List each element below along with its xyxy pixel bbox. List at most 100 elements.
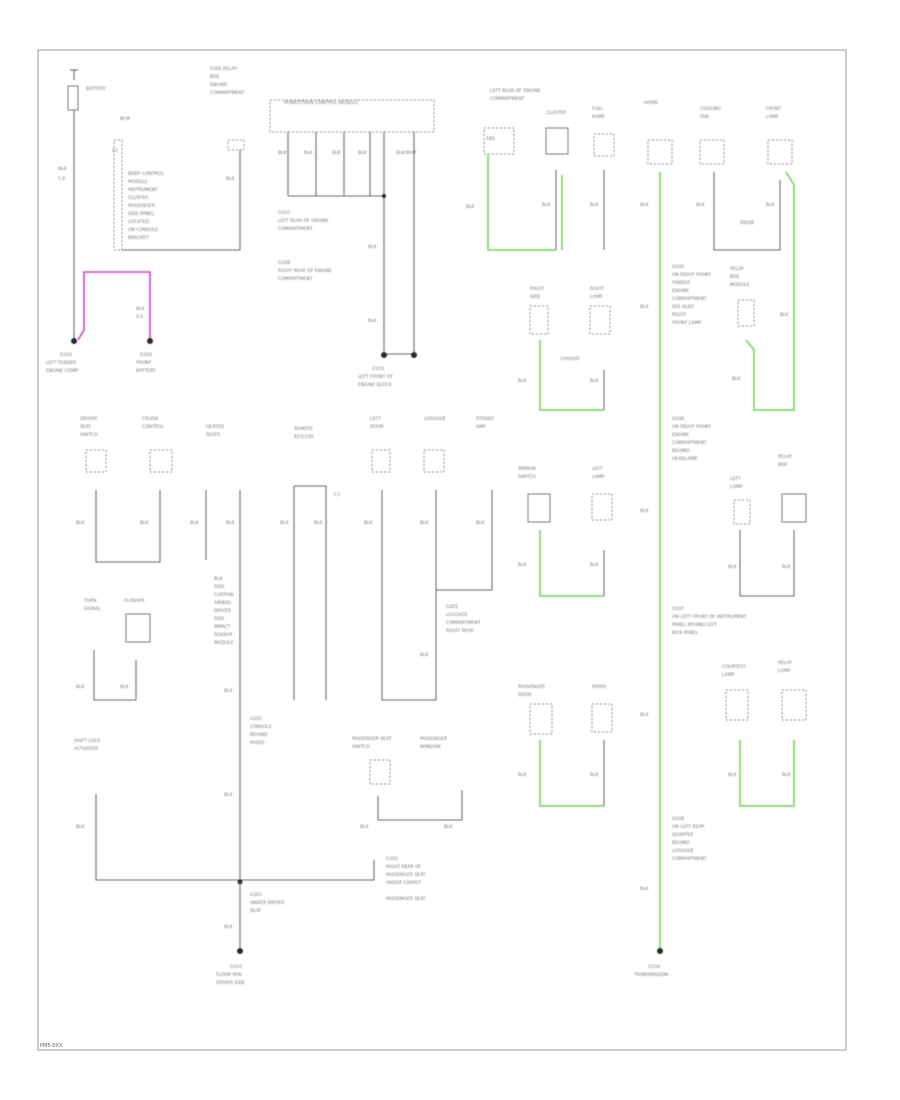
svg-text:BLK: BLK [640,202,650,208]
svg-text:PASSENGER: PASSENGER [518,684,545,690]
svg-text:ABS: ABS [486,136,495,142]
svg-text:ENGINE: ENGINE [672,288,689,294]
svg-text:SWITCH: SWITCH [80,432,98,438]
svg-text:BLK: BLK [518,562,528,568]
svg-text:BLK: BLK [640,304,650,310]
svg-text:ON LEFT FRONT OF INSTRUMENT: ON LEFT FRONT OF INSTRUMENT [672,614,747,620]
svg-text:ON RIGHT FRONT: ON RIGHT FRONT [672,272,711,278]
top-right-modules: LEFT REAR OF ENGINE COMPARTMENT ABS BLK … [466,88,795,950]
svg-text:BLK: BLK [226,520,236,526]
svg-text:REMOTE: REMOTE [294,426,313,432]
svg-text:LAMP: LAMP [722,672,735,678]
svg-text:C1: C1 [334,492,340,498]
svg-text:G201: G201 [446,604,458,610]
svg-text:FUSE RELAY: FUSE RELAY [210,66,237,72]
svg-text:BLK: BLK [518,378,528,384]
svg-text:SIDE: SIDE [214,584,225,590]
svg-text:ON LEFT REAR: ON LEFT REAR [672,824,705,830]
svg-text:RELAY: RELAY [778,660,792,666]
svg-text:1.0: 1.0 [58,176,65,182]
svg-text:PASSENGER SEAT: PASSENGER SEAT [352,736,392,742]
svg-text:G108: G108 [278,260,290,266]
svg-text:CLUSTER: CLUSTER [128,195,148,201]
battery-label: BATTERY [86,86,106,92]
svg-text:BODY CONTROL: BODY CONTROL [128,171,164,177]
svg-text:PUMP: PUMP [592,114,605,120]
svg-text:COMPARTMENT: COMPARTMENT [672,296,707,302]
svg-text:ENGINE BLOCK: ENGINE BLOCK [358,382,393,388]
svg-text:MODULE: MODULE [214,640,234,646]
svg-text:BLK: BLK [728,564,738,570]
svg-text:DOOR: DOOR [518,692,532,698]
svg-text:HEADLAMP: HEADLAMP [672,456,697,462]
svg-text:RADIO: RADIO [592,684,607,690]
svg-text:CURTAIN: CURTAIN [214,592,233,598]
svg-text:AMP: AMP [476,424,486,430]
svg-text:UNDER CARPET: UNDER CARPET [386,880,421,886]
svg-text:PASSENGER: PASSENGER [420,736,447,742]
svg-text:DOOR: DOOR [370,424,384,430]
svg-text:RIGHT REAR OF ENGINE: RIGHT REAR OF ENGINE [278,268,332,274]
right-g107: G107 ON LEFT FRONT OF INSTRUMENT PANEL B… [518,606,807,807]
lower-left-switches: TURN SIGNAL FLASHER BLK BLK G201 CONSOLE… [74,598,463,986]
svg-text:PASSENGER SEAT: PASSENGER SEAT [386,872,426,878]
svg-text:G107: G107 [278,210,290,216]
svg-text:RADIO: RADIO [250,740,265,746]
svg-text:G302: G302 [386,856,398,862]
svg-text:LAMP: LAMP [730,484,743,490]
svg-text:RIGHT REAR OF: RIGHT REAR OF [386,864,422,870]
svg-text:BLK: BLK [226,176,236,182]
svg-text:SWITCH: SWITCH [518,474,536,480]
svg-text:BLK: BLK [224,792,234,798]
svg-text:KICK PANEL: KICK PANEL [672,630,699,636]
svg-text:UNDER DRIVER: UNDER DRIVER [250,900,285,906]
svg-text:LAMP: LAMP [778,668,791,674]
svg-text:BLK: BLK [136,306,146,312]
svg-text:BLK/WHT: BLK/WHT [396,150,417,156]
svg-text:BLK: BLK [314,520,324,526]
svg-text:CONSOLE: CONSOLE [250,724,272,730]
svg-text:FAN: FAN [700,114,709,120]
svg-text:FLASHER: FLASHER [124,598,145,604]
svg-text:SIDE: SIDE [530,294,541,300]
svg-text:SEE ALSO: SEE ALSO [672,304,694,310]
svg-text:MODULE: MODULE [730,282,750,288]
svg-text:BLK: BLK [476,520,486,526]
svg-text:LEFT REAR OF ENGINE: LEFT REAR OF ENGINE [490,88,541,94]
svg-text:CLUSTER: CLUSTER [546,110,566,116]
svg-text:RELAY: RELAY [730,266,744,272]
svg-text:BLK: BLK [590,772,600,778]
svg-text:BLK: BLK [420,652,430,658]
svg-text:C1: C1 [112,148,118,154]
svg-text:DIODE: DIODE [740,220,755,226]
svg-text:SIDE: SIDE [214,616,225,622]
svg-text:G106: G106 [672,416,684,422]
svg-text:BLK: BLK [542,202,552,208]
ground-g101: G101 [60,352,72,358]
svg-text:DRIVER: DRIVER [80,416,97,422]
svg-text:IMPACT: IMPACT [214,624,231,630]
svg-text:BLK: BLK [696,202,706,208]
right-g108: G108 ON LEFT REAR QUARTER BEHIND LUGGAGE… [633,816,707,978]
svg-text:BLK: BLK [58,166,68,172]
svg-text:PANEL BEHIND LEFT: PANEL BEHIND LEFT [672,622,717,628]
svg-text:LEFT REAR OF ENGINE: LEFT REAR OF ENGINE [278,218,329,224]
svg-text:SEAT: SEAT [250,908,261,914]
svg-text:COMPARTMENT: COMPARTMENT [278,276,313,282]
svg-text:BOX: BOX [210,74,219,80]
svg-text:BLK: BLK [190,520,200,526]
svg-text:BEHIND: BEHIND [672,448,690,454]
svg-text:LOCATED: LOCATED [128,219,149,225]
svg-text:TRANSMISSION: TRANSMISSION [633,972,668,978]
svg-text:BLK: BLK [590,562,600,568]
svg-text:RIGHT REAR: RIGHT REAR [446,628,474,634]
svg-text:SENSOR: SENSOR [214,632,233,638]
svg-text:BCM: BCM [120,116,130,122]
svg-text:CHASSIS: CHASSIS [560,356,580,362]
svg-text:ACTUATOR: ACTUATOR [74,746,98,752]
svg-text:BOX: BOX [778,462,787,468]
svg-text:ENGINE: ENGINE [210,82,227,88]
svg-text:BLK: BLK [444,824,454,830]
svg-text:WINDOW: WINDOW [420,744,441,750]
